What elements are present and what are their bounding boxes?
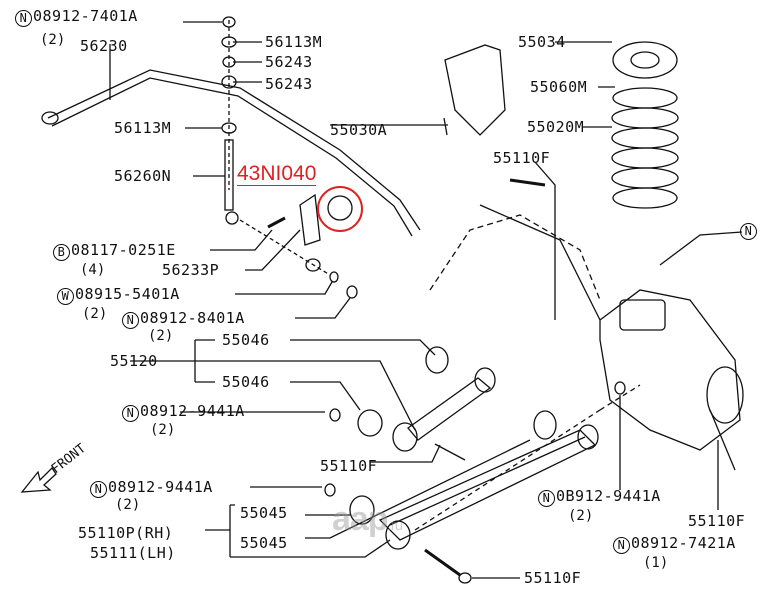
part-label: 55045	[240, 534, 288, 552]
part-label: 55111(LH)	[90, 544, 176, 562]
part-label: 55110F	[320, 457, 378, 475]
part-number: 08912-9441A	[108, 478, 213, 496]
part-label: 56243	[265, 53, 313, 71]
watermark-suffix: .ru	[387, 517, 403, 534]
part-label: 55110F	[493, 149, 551, 167]
part-label: N	[740, 221, 758, 240]
bar-end-eye	[41, 111, 59, 125]
nut-badge: N	[613, 537, 630, 554]
part-number: 08912-7421A	[631, 534, 736, 552]
part-label: 55110F	[688, 512, 746, 530]
bracket-56233P	[299, 193, 321, 246]
front-arrow-icon	[20, 466, 57, 493]
part-label: 55060M	[530, 78, 588, 96]
qty-label: (2)	[148, 328, 174, 344]
part-number: 0B912-9441A	[556, 487, 661, 505]
qty-label: (2)	[40, 32, 66, 48]
part-label: 55046	[222, 331, 270, 349]
highlight-circle	[317, 186, 363, 232]
bushing-55045-a	[533, 410, 557, 440]
nut-badge: N	[740, 223, 757, 240]
part-label: 55030A	[330, 121, 388, 139]
stabilizer-bushing	[327, 195, 353, 221]
bushing-55046-a	[425, 346, 449, 374]
part-label: 56233P	[162, 261, 220, 279]
spring-seat-55034	[612, 41, 678, 79]
watermark: aap.ru	[332, 500, 403, 539]
part-label: 55020M	[527, 118, 585, 136]
part-label: 55046	[222, 373, 270, 391]
hub	[706, 366, 744, 424]
qty-label: (1)	[643, 555, 669, 571]
part-label: 55110F	[524, 569, 582, 587]
part-label: 55034	[518, 33, 566, 51]
stabilizer-bar	[47, 69, 421, 231]
qty-label: (2)	[115, 497, 141, 513]
part-number: 08915-5401A	[75, 285, 180, 303]
part-label: 56243	[265, 75, 313, 93]
bushing-55046-b	[357, 409, 383, 437]
nut-badge: N	[122, 312, 139, 329]
nut-badge: N	[538, 490, 555, 507]
qty-label: (2)	[82, 306, 108, 322]
part-label: 56230	[80, 37, 128, 55]
part-number: 08912-7401A	[33, 7, 138, 25]
axle-housing	[599, 289, 741, 451]
strut-mount-55060M	[444, 44, 506, 136]
part-label: 56113M	[114, 119, 172, 137]
bolt-badge: B	[53, 244, 70, 261]
nut-badge: N	[122, 405, 139, 422]
stabilizer-link	[224, 139, 234, 211]
watermark-main: aap	[332, 500, 389, 538]
part-label: 56113M	[265, 33, 323, 51]
part-label: 55045	[240, 504, 288, 522]
part-label: 55110P(RH)	[78, 524, 174, 542]
nut-badge: N	[15, 10, 32, 27]
washer-badge: W	[57, 288, 74, 305]
part-number: 08912-9441A	[140, 402, 245, 420]
nut-badge: N	[90, 481, 107, 498]
qty-label: (4)	[80, 262, 106, 278]
highlight-code[interactable]: 43NI040	[237, 162, 317, 186]
qty-label: (2)	[150, 422, 176, 438]
part-number: 08912-8401A	[140, 309, 245, 327]
coil-spring-55020M	[611, 87, 679, 209]
part-number: 08117-0251E	[71, 241, 176, 259]
bushing-55045-b	[349, 495, 375, 525]
upper-link-55120	[407, 377, 492, 441]
part-label: 55120	[110, 352, 158, 370]
part-label: 56260N	[114, 167, 172, 185]
qty-label: (2)	[568, 508, 594, 524]
